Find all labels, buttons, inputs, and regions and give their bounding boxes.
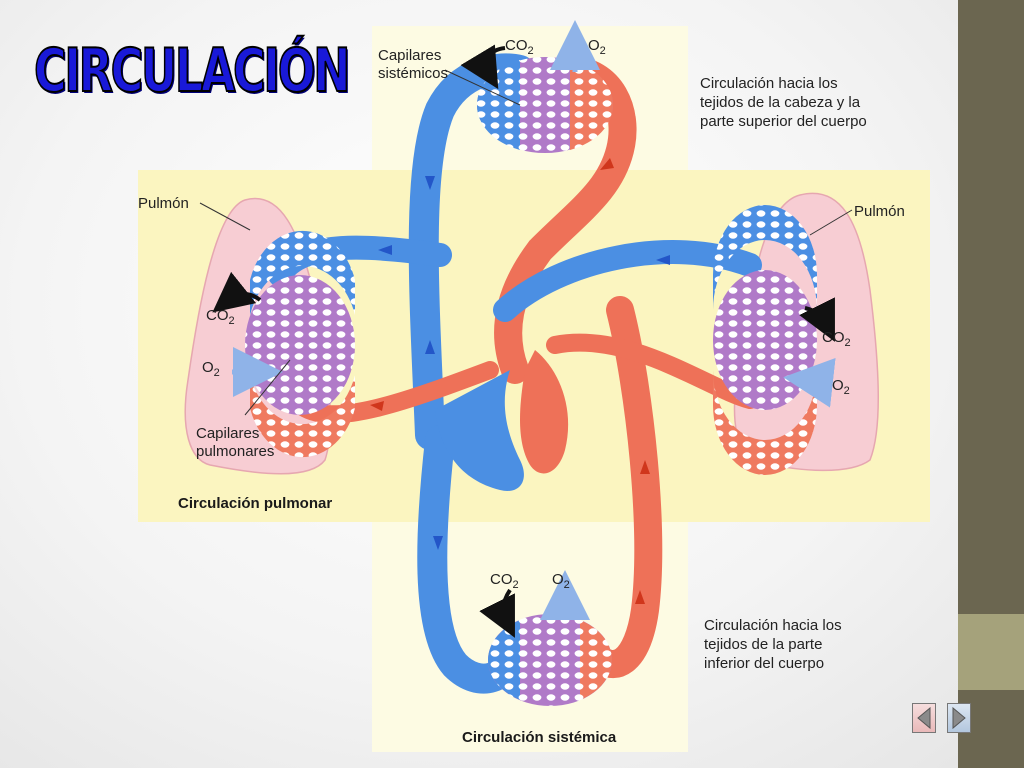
flow-arrows-red bbox=[370, 158, 650, 604]
co2-arrow-right bbox=[799, 297, 835, 342]
label-head-circulation: Circulación hacia los tejidos de la cabe… bbox=[700, 75, 867, 130]
gas-co2-lower: CO2 bbox=[490, 571, 519, 591]
gas-o2-lower: O2 bbox=[552, 571, 570, 591]
label-pulmon-left: Pulmón bbox=[138, 195, 189, 212]
capillary-bed-left-lung bbox=[245, 275, 355, 415]
gas-co2-left: CO2 bbox=[206, 307, 235, 327]
co2-arrow-upper bbox=[460, 44, 506, 90]
label-capilares-sistemicos: Capilares sistémicos bbox=[378, 47, 448, 82]
gas-co2-upper: CO2 bbox=[505, 37, 534, 57]
heart-right-side bbox=[435, 370, 524, 491]
label-capilares-pulmonares: Capilares pulmonares bbox=[196, 425, 274, 460]
triangle-right-icon bbox=[952, 706, 966, 730]
label-lower-circulation: Circulación hacia los tejidos de la part… bbox=[704, 617, 846, 672]
gas-o2-left: O2 bbox=[202, 359, 220, 379]
next-slide-button[interactable] bbox=[947, 703, 971, 733]
side-bar-accent bbox=[958, 614, 1024, 690]
label-circulacion-sistemica: Circulación sistémica bbox=[462, 729, 617, 746]
leader-capilares-sistemicos bbox=[444, 69, 521, 106]
flow-arrows bbox=[378, 176, 670, 550]
slide-title: CIRCULACIÓN bbox=[33, 35, 351, 107]
co2-arrow-left bbox=[212, 271, 262, 313]
vessel-lower-red bbox=[576, 296, 663, 678]
prev-slide-button[interactable] bbox=[912, 703, 936, 733]
heart-left-side bbox=[520, 350, 569, 474]
o2-arrow-right bbox=[783, 357, 836, 408]
leader-pulmon-right bbox=[809, 209, 853, 236]
label-pulmon-right: Pulmón bbox=[854, 203, 905, 220]
gas-o2-upper: O2 bbox=[588, 37, 606, 57]
leader-capilares-pulmonares bbox=[244, 359, 291, 416]
leader-pulmon-left bbox=[199, 202, 251, 231]
gas-o2-right: O2 bbox=[832, 377, 850, 397]
label-circulacion-pulmonar: Circulación pulmonar bbox=[178, 495, 332, 512]
capillary-bed-right-lung bbox=[713, 270, 817, 410]
co2-arrow-lower bbox=[479, 588, 515, 638]
triangle-left-icon bbox=[917, 706, 931, 730]
circulation-diagram: Capilares sistémicos Circulación hacia l… bbox=[138, 20, 930, 752]
gas-co2-right: CO2 bbox=[822, 329, 851, 349]
